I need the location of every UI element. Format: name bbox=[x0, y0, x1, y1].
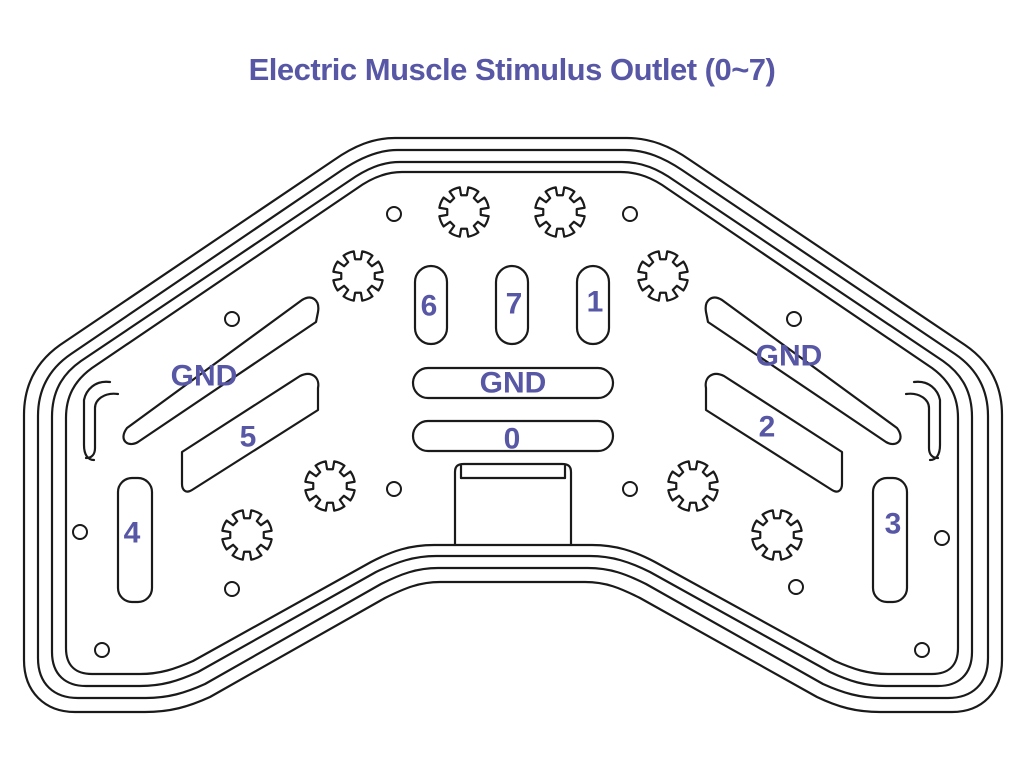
board-outline-inner bbox=[50, 160, 974, 688]
board-outline-middle bbox=[36, 148, 990, 700]
snap-connector bbox=[304, 460, 356, 512]
outlet-7-label: 7 bbox=[506, 288, 523, 321]
snap-connector bbox=[751, 509, 803, 561]
gnd-right-slot bbox=[704, 296, 902, 446]
snap-connector bbox=[667, 460, 719, 512]
hook-right bbox=[912, 380, 942, 462]
diagram-title: Electric Muscle Stimulus Outlet (0~7) bbox=[248, 52, 776, 87]
outlet-3-slot bbox=[871, 476, 909, 604]
outlet-0-label: 0 bbox=[504, 423, 521, 456]
bottom-notch bbox=[453, 462, 573, 547]
outlet-5-slot bbox=[180, 372, 320, 493]
gnd-left-slot bbox=[122, 296, 320, 446]
outlet-7-slot bbox=[494, 264, 530, 346]
snap-connector bbox=[637, 250, 689, 302]
gnd-center-label: GND bbox=[480, 367, 547, 400]
hook-left bbox=[82, 380, 112, 462]
outlet-6-slot bbox=[413, 264, 449, 346]
gnd-center-slot bbox=[411, 366, 615, 400]
snap-connector bbox=[438, 186, 490, 238]
gnd-left-label: GND bbox=[171, 360, 238, 393]
snap-connector bbox=[534, 186, 586, 238]
board-outline-outer bbox=[22, 136, 1004, 714]
outlet-1-label: 1 bbox=[587, 286, 604, 319]
mounting-holes bbox=[72, 206, 950, 658]
gnd-right-label: GND bbox=[756, 340, 823, 373]
outlet-5-label: 5 bbox=[240, 421, 257, 454]
outlet-0-slot bbox=[411, 419, 615, 453]
snap-connector bbox=[332, 250, 384, 302]
outlet-1-slot bbox=[575, 264, 611, 346]
outlet-4-slot bbox=[116, 476, 154, 604]
outlet-2-slot bbox=[704, 372, 844, 493]
outlet-6-label: 6 bbox=[421, 290, 438, 323]
outlet-3-label: 3 bbox=[885, 508, 902, 541]
outlet-4-label: 4 bbox=[124, 517, 141, 550]
board-outline-recess bbox=[64, 170, 960, 676]
outlet-2-label: 2 bbox=[759, 411, 776, 444]
snap-connectors bbox=[221, 186, 803, 561]
snap-connector bbox=[221, 509, 273, 561]
